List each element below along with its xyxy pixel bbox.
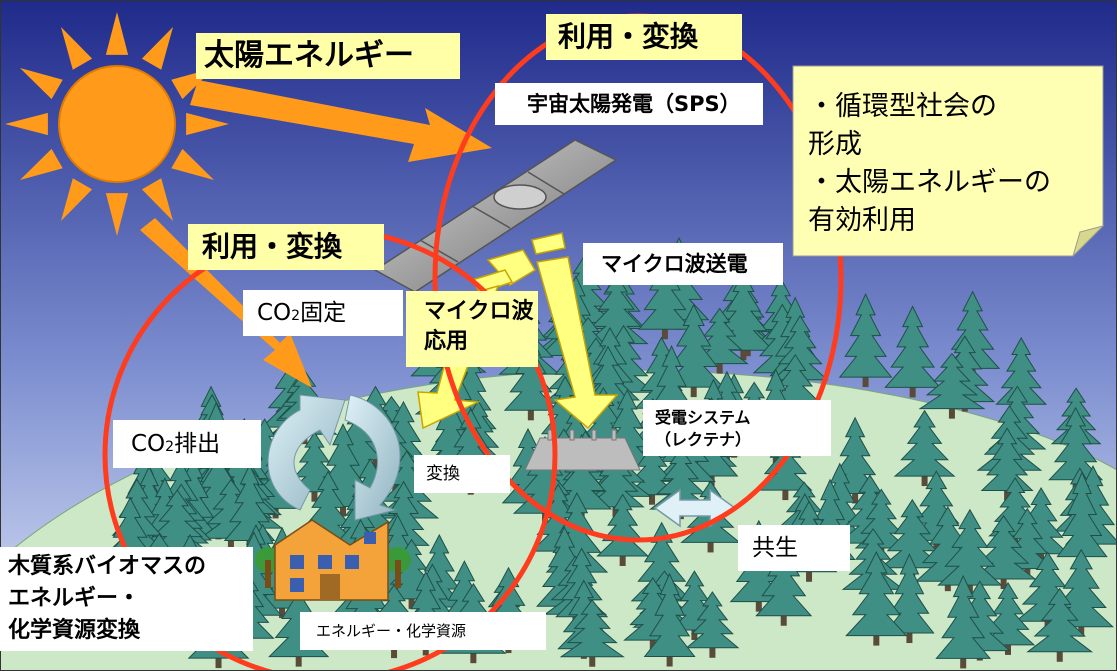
rectenna-line2: （レクテナ） (655, 430, 752, 449)
sun-ray (20, 148, 63, 180)
co2-fixation-suffix: 固定 (300, 300, 347, 326)
sun-ray (61, 27, 93, 70)
sun-ray (61, 178, 93, 221)
co2-fixation-subscript: 2 (291, 308, 301, 324)
solar-arrow-to-satellite (190, 80, 492, 162)
tree-icon (838, 293, 893, 388)
tree-icon (690, 307, 749, 374)
biomass-line2: エネルギー・ (8, 586, 141, 611)
conversion-label: 変換 (414, 455, 510, 493)
microwave-transmission-label: マイクロ波送電 (583, 243, 783, 285)
symbiosis-label: 共生 (738, 525, 850, 571)
microwave-application-label: マイクロ波 応用 (406, 291, 538, 367)
note-fold (1072, 225, 1105, 257)
biomass-label: 木質系バイオマスの エネルギー・ 化学資源変換 (0, 547, 253, 651)
sun-ray (171, 148, 214, 180)
tree-icon (1026, 587, 1094, 662)
co2-emission-subscript: 2 (165, 439, 175, 455)
co2-cycle-arrow-right (344, 394, 401, 521)
biomass-line3: 化学資源変換 (8, 618, 141, 643)
sps-label: 宇宙太陽発電（SPS） (495, 83, 763, 125)
tree-icon (845, 550, 908, 646)
tree-icon (559, 599, 625, 667)
tree-icon (935, 574, 992, 669)
biomass-line1: 木質系バイオマスの (8, 554, 207, 579)
sun-ray (5, 112, 48, 136)
tree-icon (918, 352, 986, 419)
sun-icon (5, 12, 229, 236)
tree-icon (596, 493, 650, 566)
sun-ray (105, 193, 129, 236)
note-text: ・循環型社会の 形成 ・太陽エネルギーの 有効利用 (808, 91, 1051, 236)
house-icon (255, 519, 411, 601)
tree-icon (663, 303, 725, 398)
rectenna-line1: 受電システム (655, 408, 751, 427)
use-convert-top-label: 利用・変換 (546, 14, 742, 60)
tree-icon (893, 409, 956, 487)
co2-fixation-prefix: CO (257, 300, 292, 326)
use-convert-left-label: 利用・変換 (188, 224, 384, 270)
solar-energy-label: 太陽エネルギー (196, 33, 460, 79)
microwave-application-line2: 応用 (424, 329, 469, 354)
sun-ray (141, 27, 173, 70)
sun-ray (141, 178, 173, 221)
tree-icon (884, 553, 935, 644)
tree-icon (268, 579, 330, 667)
tree-icon (643, 572, 696, 667)
sun-ray (20, 68, 63, 100)
co2-emission-prefix: CO (131, 431, 166, 457)
tree-icon (685, 591, 740, 658)
co2-cycle-arrow-left (267, 394, 346, 511)
co2-fixation-label: CO2固定 (243, 290, 403, 336)
sun-ray (105, 12, 129, 55)
tree-icon (884, 305, 942, 398)
sun-ray (186, 112, 229, 136)
solar-arrow-to-forest (140, 218, 312, 388)
rectenna-label: 受電システム （レクテナ） (643, 400, 831, 456)
co2-emission-label: CO2排出 (113, 420, 261, 468)
energy-chemical-label: エネルギー・化学資源 (300, 612, 546, 650)
microwave-application-line1: マイクロ波 (424, 299, 534, 324)
tree-icon (625, 436, 679, 505)
co2-emission-suffix: 排出 (174, 431, 221, 457)
